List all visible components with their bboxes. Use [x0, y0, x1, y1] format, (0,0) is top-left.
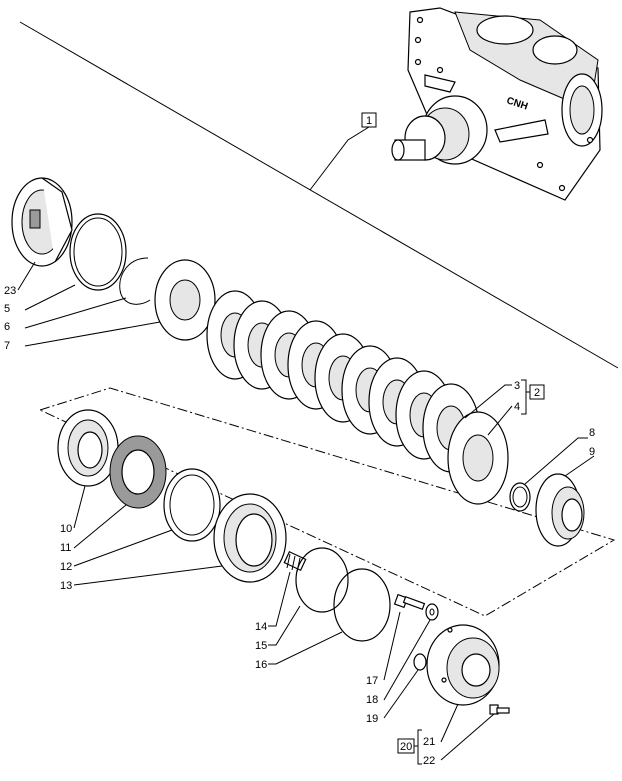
transmission-housing: CNH: [391, 7, 603, 201]
leader-3: [464, 384, 512, 419]
leader-10: [73, 485, 86, 529]
callout-3: 3: [514, 380, 520, 392]
callout-5: 5: [4, 303, 10, 315]
callout-2-box: [529, 384, 545, 400]
part-5-snap-ring-inner: [73, 217, 123, 287]
callout-4: 4: [514, 401, 520, 413]
part-12-washer: [163, 468, 221, 542]
callout-9: 9: [589, 446, 595, 458]
part-10-bearing: [57, 409, 119, 487]
leader-21: [440, 703, 459, 743]
callout-19: 19: [366, 713, 378, 725]
leader-13: [73, 565, 223, 586]
part-22-bolt: [489, 704, 510, 715]
part-18-washer: [425, 603, 439, 621]
callout-2: 2: [534, 387, 540, 399]
callout-23: 23: [4, 285, 16, 297]
part-19-o-ring: [413, 653, 427, 671]
part-11-spring-washer: [109, 435, 167, 509]
leader-17: [383, 611, 401, 681]
callout-20-box: [397, 738, 415, 754]
callout-16: 16: [255, 659, 267, 671]
bracket-21-22: [417, 729, 422, 765]
leader-23: [17, 261, 36, 291]
leader-7: [24, 321, 161, 347]
assembly-boundary: [38, 387, 616, 617]
leader-8: [524, 437, 588, 485]
leader-18: [383, 619, 431, 701]
bracket-3-4: [521, 379, 527, 415]
part-9-gear: [535, 473, 585, 547]
callout-15: 15: [255, 640, 267, 652]
leader-15: [268, 605, 301, 646]
leader-14: [268, 571, 291, 627]
leader-4: [487, 405, 513, 436]
part-17-bolt: [393, 593, 426, 611]
callout-10: 10: [60, 523, 72, 535]
leader-12: [73, 529, 173, 567]
callout-21: 21: [423, 736, 435, 748]
part-16-o-ring: [333, 568, 391, 642]
part-20-cover-assembly: [426, 624, 500, 706]
leader-19: [383, 669, 419, 719]
leader-5: [24, 284, 76, 311]
callout-11: 11: [60, 542, 71, 554]
leader-22: [440, 713, 495, 761]
callout-8: 8: [589, 427, 595, 439]
callout-22: 22: [423, 755, 435, 767]
part-6-circlip: [119, 257, 151, 305]
clutch-disc-stack: [206, 290, 509, 505]
leader-1: [309, 126, 370, 191]
part-13-piston: [213, 493, 287, 583]
leader-11: [73, 504, 127, 549]
leader-9: [564, 455, 595, 477]
part-14-spring: [283, 550, 307, 573]
leader-6: [24, 297, 127, 329]
part-23-carrier: [11, 177, 73, 267]
callout-7: 7: [4, 340, 10, 352]
callout-18: 18: [366, 694, 378, 706]
section-line: [19, 21, 619, 369]
callout-6: 6: [4, 321, 10, 333]
leader-16: [268, 631, 343, 665]
callout-20: 20: [400, 741, 412, 753]
callout-17: 17: [366, 675, 378, 687]
part-5-snap-ring: [69, 213, 127, 291]
callout-12: 12: [60, 561, 72, 573]
part-15-o-ring: [295, 547, 349, 613]
callout-13: 13: [60, 580, 72, 592]
callout-1: 1: [366, 115, 372, 127]
callout-14: 14: [255, 621, 267, 633]
